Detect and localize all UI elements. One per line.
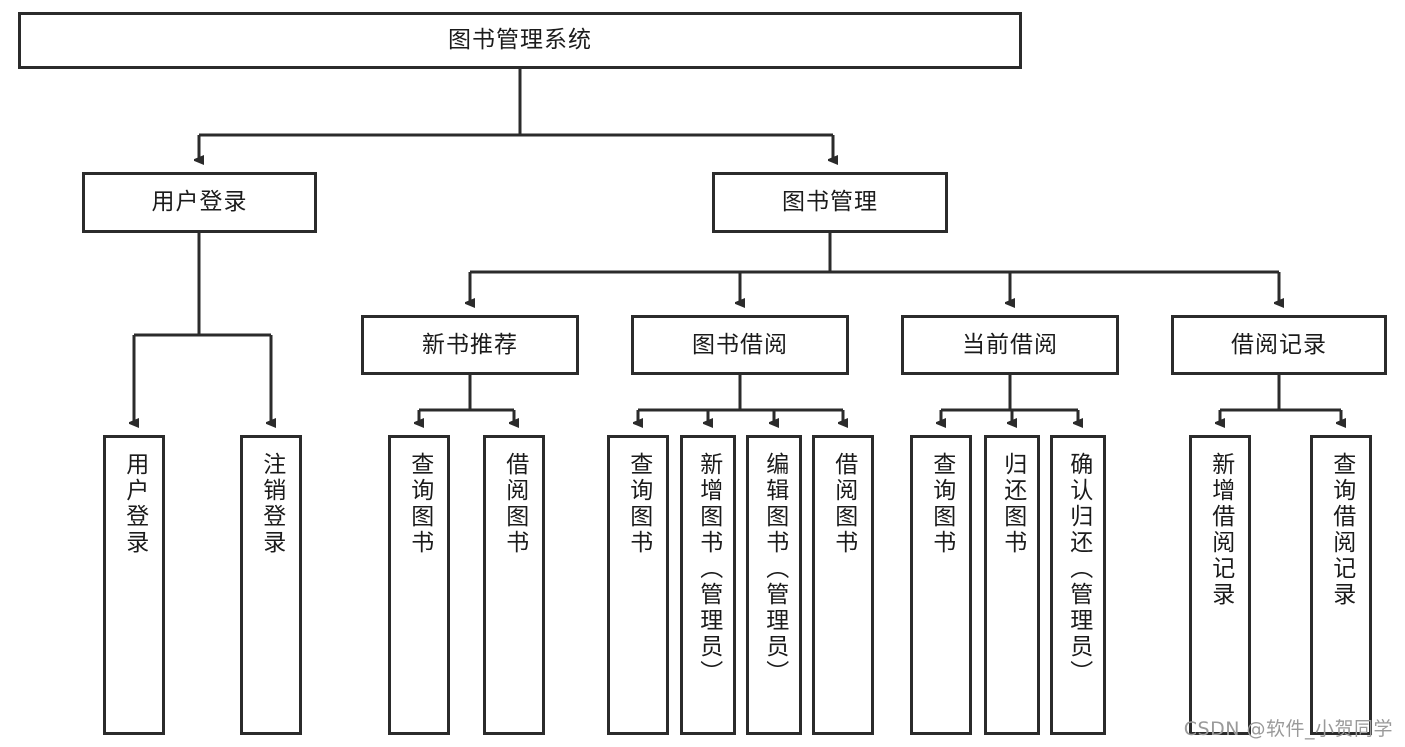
node-current-borrow[interactable]: 当前借阅 (901, 315, 1119, 375)
node-leaf-query-book-3[interactable]: 查询图书 (910, 435, 972, 735)
node-leaf-confirm-return-label: 确认归还（管理员） (1065, 452, 1092, 686)
node-leaf-return-book-label: 归还图书 (999, 452, 1026, 556)
node-leaf-query-book-2-label: 查询图书 (625, 452, 652, 556)
node-root[interactable]: 图书管理系统 (18, 12, 1022, 69)
node-user-login-label: 用户登录 (151, 189, 248, 216)
node-leaf-add-record-label: 新增借阅记录 (1207, 452, 1234, 608)
csdn-watermark: CSDN @软件_小贺同学 (1183, 718, 1393, 740)
node-leaf-user-logout-label: 注销登录 (258, 452, 285, 556)
node-leaf-borrow-book-2[interactable]: 借阅图书 (812, 435, 874, 735)
node-new-book-recommend[interactable]: 新书推荐 (361, 315, 579, 375)
node-leaf-add-book-label: 新增图书（管理员） (695, 452, 722, 686)
node-current-borrow-label: 当前借阅 (962, 331, 1058, 358)
node-leaf-borrow-book-1[interactable]: 借阅图书 (483, 435, 545, 735)
node-borrow-record-label: 借阅记录 (1231, 331, 1327, 358)
node-leaf-add-record[interactable]: 新增借阅记录 (1189, 435, 1251, 735)
node-leaf-query-book-1-label: 查询图书 (406, 452, 433, 556)
node-leaf-edit-book[interactable]: 编辑图书（管理员） (746, 435, 802, 735)
node-leaf-add-book[interactable]: 新增图书（管理员） (680, 435, 736, 735)
node-leaf-borrow-book-2-label: 借阅图书 (830, 452, 857, 556)
node-new-book-recommend-label: 新书推荐 (422, 331, 518, 358)
node-book-borrow[interactable]: 图书借阅 (631, 315, 849, 375)
node-leaf-query-record[interactable]: 查询借阅记录 (1310, 435, 1372, 735)
node-leaf-query-record-label: 查询借阅记录 (1328, 452, 1355, 608)
node-leaf-query-book-1[interactable]: 查询图书 (388, 435, 450, 735)
node-borrow-record[interactable]: 借阅记录 (1171, 315, 1387, 375)
node-user-login[interactable]: 用户登录 (82, 172, 317, 233)
node-book-borrow-label: 图书借阅 (692, 331, 788, 358)
node-leaf-confirm-return[interactable]: 确认归还（管理员） (1050, 435, 1106, 735)
node-leaf-edit-book-label: 编辑图书（管理员） (761, 452, 788, 686)
node-leaf-borrow-book-1-label: 借阅图书 (501, 452, 528, 556)
node-leaf-query-book-2[interactable]: 查询图书 (607, 435, 669, 735)
node-leaf-user-login[interactable]: 用户登录 (103, 435, 165, 735)
node-leaf-query-book-3-label: 查询图书 (928, 452, 955, 556)
node-leaf-user-logout[interactable]: 注销登录 (240, 435, 302, 735)
node-root-label: 图书管理系统 (448, 27, 592, 54)
node-leaf-user-login-label: 用户登录 (121, 452, 148, 556)
node-book-manage[interactable]: 图书管理 (712, 172, 948, 233)
node-leaf-return-book[interactable]: 归还图书 (984, 435, 1040, 735)
node-book-manage-label: 图书管理 (782, 189, 878, 216)
